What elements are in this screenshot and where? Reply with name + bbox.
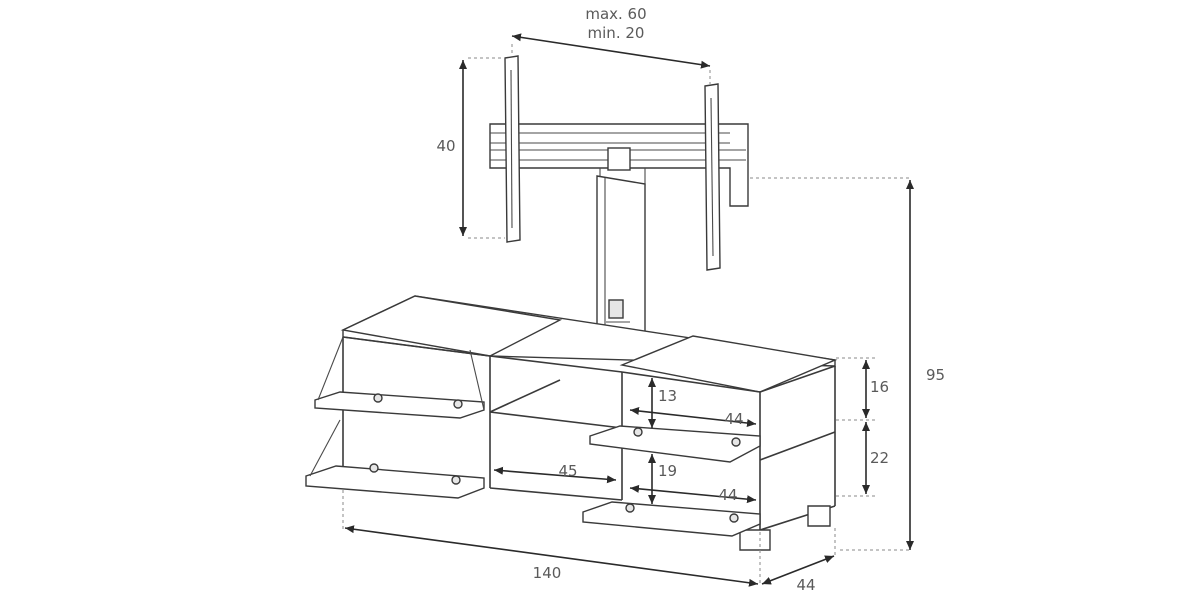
cabinet-body [340,295,838,551]
bracket-spacing-min-label: min. 20 [588,24,645,42]
upper-inner-width-label: 44 [724,410,743,428]
right-lower-door [582,501,761,537]
right-upper-door [589,425,761,463]
dimension-arrows [344,33,914,587]
lower-drawer-height-label: 22 [870,449,889,467]
lower-inner-width-label: 44 [718,486,737,504]
left-upper-door [314,336,485,419]
tv-mount-bracket [489,55,749,357]
middle-inner-width-label: 45 [558,462,577,480]
left-lower-door [305,419,485,499]
total-height-label: 95 [926,366,945,384]
extension-lines [342,44,910,586]
bracket-height-label: 40 [436,137,455,155]
bracket-spacing-max-label: max. 60 [585,5,646,23]
lower-inner-height-label: 19 [658,462,677,480]
upper-drawer-height-label: 16 [870,378,889,396]
upper-inner-height-label: 13 [658,387,677,405]
depth-label: 44 [796,576,815,594]
total-width-label: 140 [533,564,562,582]
